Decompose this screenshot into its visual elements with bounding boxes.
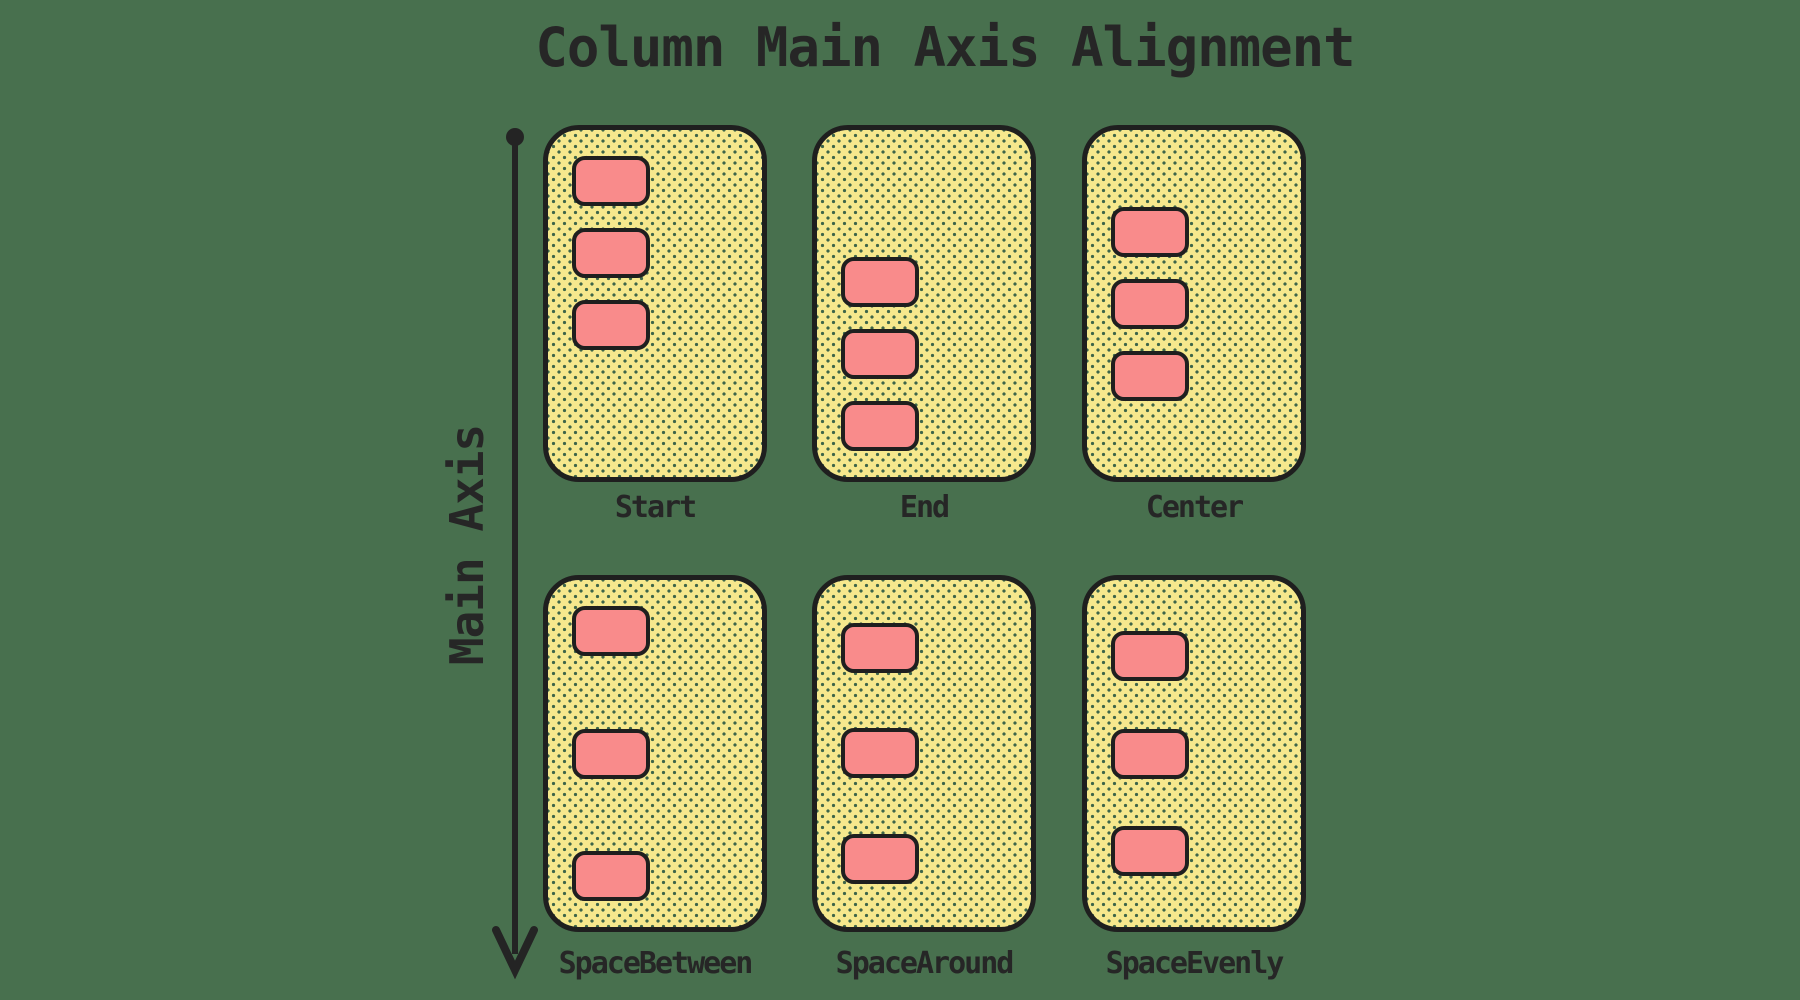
flex-item xyxy=(1111,350,1189,401)
flex-item xyxy=(841,329,919,379)
flex-item xyxy=(572,728,650,779)
flex-item xyxy=(1111,825,1189,876)
flex-item xyxy=(1111,278,1189,329)
container-label-end: End xyxy=(899,490,950,525)
main-axis-arrow-icon xyxy=(492,128,538,980)
flex-item xyxy=(572,851,650,901)
flex-container-space-between xyxy=(543,575,767,932)
flex-item xyxy=(1111,728,1189,779)
container-label-space-between: SpaceBetween xyxy=(558,946,754,981)
main-axis-label: Main Axis xyxy=(440,424,494,666)
flex-item xyxy=(572,606,650,656)
container-label-space-around: SpaceAround xyxy=(835,946,1015,981)
flex-item xyxy=(1111,631,1189,682)
flex-item xyxy=(572,156,650,206)
container-label-center: Center xyxy=(1145,490,1244,525)
flex-item xyxy=(841,257,919,307)
flex-container-start xyxy=(543,125,767,482)
flex-container-space-evenly xyxy=(1082,575,1306,932)
axis-arrowhead-icon xyxy=(492,926,538,980)
flex-container-space-around xyxy=(812,575,1036,932)
container-label-start: Start xyxy=(614,490,697,525)
flex-item xyxy=(841,728,919,779)
flex-container-center xyxy=(1082,125,1306,482)
container-label-space-evenly: SpaceEvenly xyxy=(1105,946,1285,981)
flex-item xyxy=(1111,206,1189,257)
flex-container-end xyxy=(812,125,1036,482)
flex-item xyxy=(841,834,919,885)
flex-item xyxy=(572,228,650,278)
diagram-title: Column Main Axis Alignment xyxy=(535,16,1355,79)
flex-item xyxy=(841,401,919,451)
flex-item xyxy=(841,622,919,673)
flex-item xyxy=(572,300,650,350)
